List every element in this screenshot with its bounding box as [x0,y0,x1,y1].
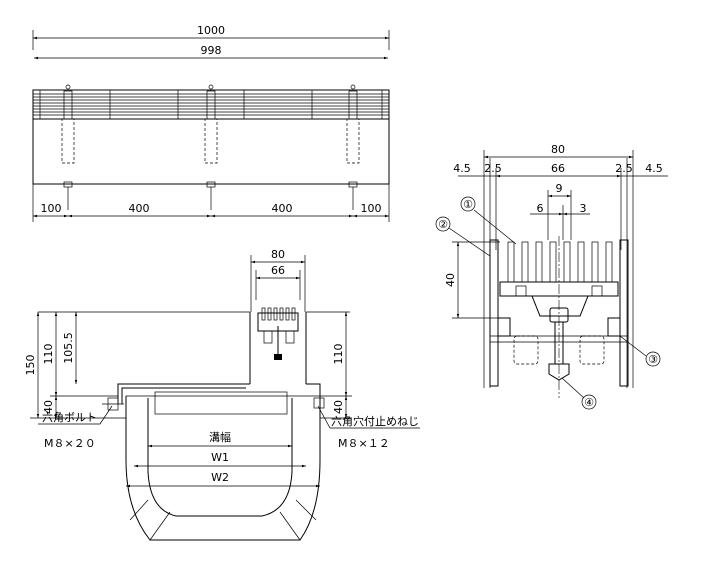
hatch-left [129,499,149,521]
section-dim-105-5-label: 105.5 [62,332,75,364]
hatch-right [295,499,317,521]
detail-hidden-right [579,335,605,365]
detail-dim-left-2-5-label: 2.5 [484,162,502,175]
hex-bolt-left [102,397,124,411]
set-screw-size-label: M８×１２ [338,437,390,450]
callout-3-circle [645,351,661,367]
leader-callout-2 [448,227,491,257]
anchor-center [204,84,218,210]
detail-clamp-bar [518,295,600,317]
dim-400-right-label: 400 [272,202,293,215]
dim-1000-label: 1000 [197,24,225,37]
detail-dim-9-label: 9 [556,182,563,195]
section-view: 80 66 [24,248,420,541]
lid-recess [154,391,288,415]
detail-dim-80-label: 80 [551,143,565,156]
detail-dim-3-label: 3 [580,202,587,215]
frame-angle-left-inner [121,387,246,404]
top-view: 1000 998 [32,24,390,222]
leader-set-screw [317,405,420,429]
frame-angle-right [306,383,321,404]
callout-4-label: ④ [584,396,594,409]
section-dim-150-label: 150 [24,355,37,376]
section-dim-40-left-label: 40 [42,400,55,414]
detail-anchor-nut [548,363,570,381]
hex-bolt-label: 六角ボルト [42,411,97,424]
leader-hex-bolt [38,405,113,425]
detail-dim-left-4-5-label: 4.5 [453,162,471,175]
anchor-right [346,84,360,210]
hex-bolt-size-label: M８×２０ [44,437,96,450]
section-dim-40-right-label: 40 [332,400,345,414]
detail-bracket-left [497,317,511,337]
section-dim-110-right-label: 110 [332,344,345,365]
detail-dim-40-label: 40 [444,273,457,287]
leader-callout-1 [473,209,517,245]
section-dim-80-label: 80 [271,248,285,261]
detail-view: 80 66 4.5 2.5 2.5 4.5 9 6 3 40 [435,143,668,410]
detail-dim-66-label: 66 [551,162,565,175]
channel-inner [147,398,293,517]
w1-label: W1 [211,451,229,464]
callout-2-circle [435,216,451,232]
detail-nut-right [591,285,603,297]
detail-nut-left [515,285,527,297]
leader-callout-4 [561,377,585,399]
callout-1-circle [460,196,476,212]
detail-dim-right-2-5-label: 2.5 [615,162,633,175]
dim-100-right-label: 100 [361,202,382,215]
dim-998-label: 998 [201,44,222,57]
leader-callout-3 [619,335,647,357]
set-screw-label: 六角穴付止めねじ [331,414,419,428]
section-dim-66-label: 66 [271,264,285,277]
dim-400-left-label: 400 [129,202,150,215]
set-screw-right [313,397,325,409]
callout-3-label: ③ [648,353,658,366]
anchor-left [61,84,75,210]
section-dim-110-left-label: 110 [42,344,55,365]
w2-label: W2 [211,471,229,484]
detail-dim-6-label: 6 [537,202,544,215]
frame-angle-left [117,383,250,404]
groove-width-label: 溝幅 [209,431,231,444]
section-grating [257,307,299,360]
detail-bracket-right [607,317,621,337]
detail-hidden-left [513,335,539,365]
callout-4-circle [581,394,597,410]
detail-wall-right [619,239,629,387]
detail-dim-right-4-5-label: 4.5 [645,162,663,175]
callout-2-label: ② [438,218,448,231]
detail-wall-left [489,239,499,387]
grating-bars [33,90,389,119]
callout-1-label: ① [463,198,473,211]
channel-outer [125,396,321,541]
frame-body [32,118,390,185]
dim-100-left-label: 100 [41,202,62,215]
